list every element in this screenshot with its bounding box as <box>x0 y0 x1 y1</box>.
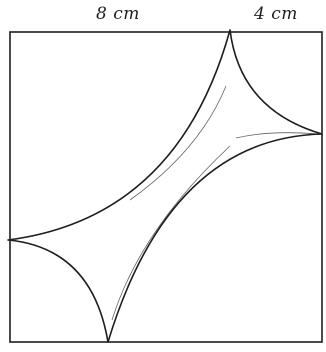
side-label-4cm: 4 cm <box>254 4 298 24</box>
outer-square <box>9 31 323 343</box>
concave-curved-shape <box>7 29 323 343</box>
sketch-stroke-top-left <box>129 85 227 201</box>
sketch-stroke-right <box>235 132 319 139</box>
sketch-stroke-bottom-left <box>11 239 97 301</box>
side-label-8cm: 8 cm <box>96 4 140 24</box>
sketch-stroke-center <box>111 145 231 321</box>
